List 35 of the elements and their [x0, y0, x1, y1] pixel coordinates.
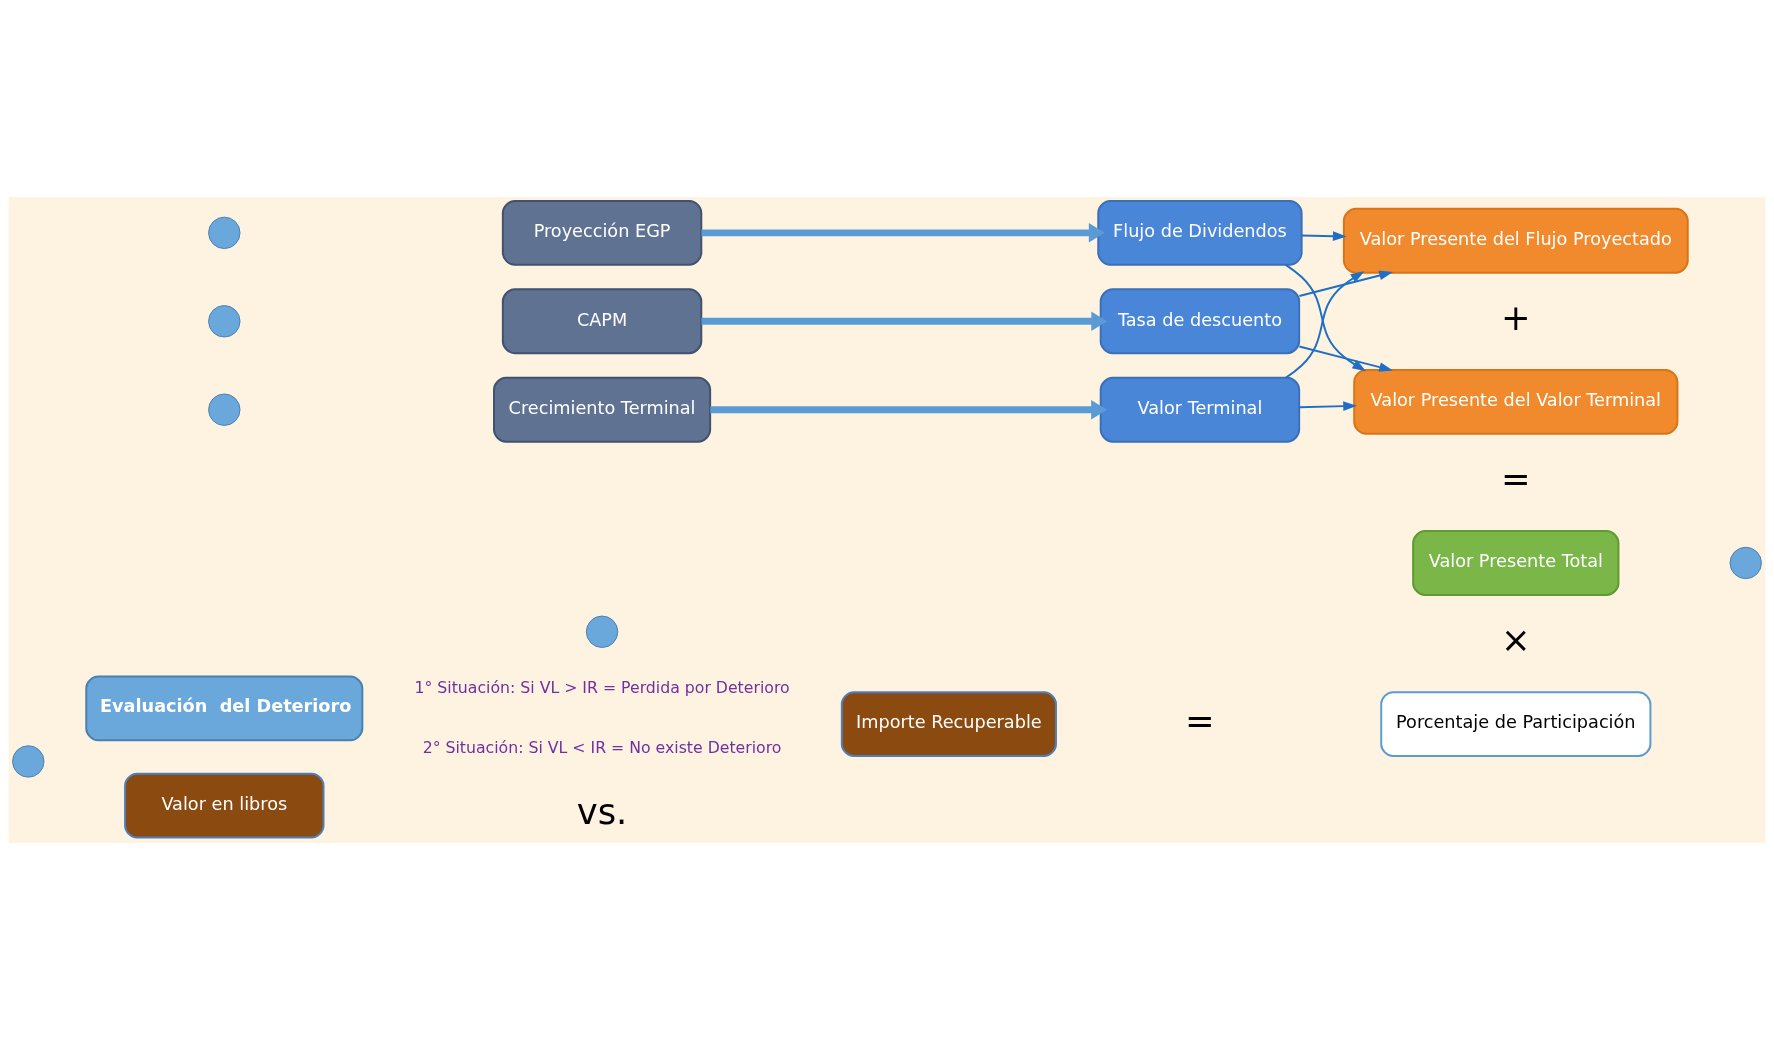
label: = [1185, 699, 1215, 741]
node-circle [1729, 546, 1762, 579]
node-box: Porcentaje de Participación [1380, 690, 1652, 757]
node-box: Proyección EGP [501, 199, 703, 266]
arrow [1298, 270, 1393, 297]
node-circle [585, 615, 619, 648]
arrow [1300, 230, 1347, 241]
arrow [710, 399, 1108, 419]
node-circle [208, 393, 241, 426]
label: 2° Situación: Si VL < IR = No existe Deterioro [422, 737, 782, 757]
arrow [1298, 345, 1393, 372]
arrow [1284, 263, 1367, 371]
label: × [1500, 618, 1531, 660]
node-box: Crecimiento Terminal [493, 376, 712, 443]
node-box: Evaluación del Deterioro [85, 674, 364, 741]
arrow [1285, 270, 1365, 379]
label: vs. [576, 790, 628, 832]
node-circle [208, 304, 241, 337]
node-box: Flujo de Dividendos [1097, 199, 1303, 266]
node-box: Valor Terminal [1099, 376, 1301, 443]
node-circle [208, 216, 241, 249]
node-box: Valor Presente del Valor Terminal [1353, 368, 1679, 435]
label: 1° Situación: Si VL > IR = Perdida por Deterioro [414, 677, 790, 697]
node-box: Valor Presente Total [1412, 529, 1620, 596]
arrow [701, 222, 1105, 243]
node-circle [12, 744, 45, 778]
node-box: CAPM [501, 287, 703, 354]
node-box: Importe Recuperable [840, 690, 1057, 757]
label: = [1500, 457, 1531, 499]
arrow [701, 311, 1108, 331]
label: + [1500, 296, 1531, 338]
node-box: Tasa de descuento [1099, 287, 1301, 354]
arrow [1298, 400, 1357, 411]
node-box: Valor en libros [124, 772, 325, 839]
node-box: Valor Presente del Flujo Proyectado [1342, 207, 1689, 274]
